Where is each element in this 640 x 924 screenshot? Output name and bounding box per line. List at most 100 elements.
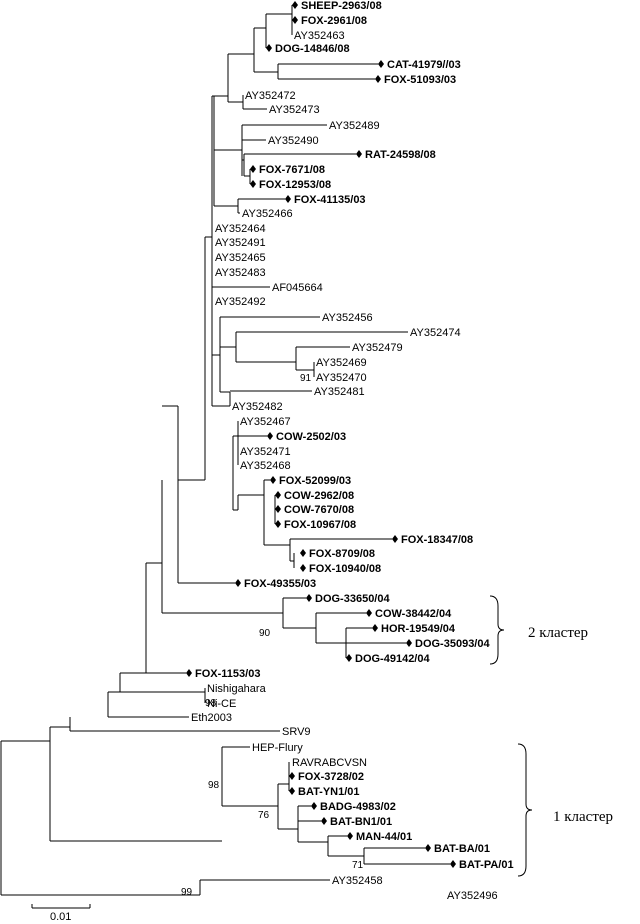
leaf-label-fox3728: FOX-3728/02 — [298, 771, 364, 783]
leaf-label-batba: BAT-BA/01 — [434, 843, 490, 855]
leaf-marker-diamond — [406, 639, 412, 647]
leaf-label-ay352464: AY352464 — [215, 223, 266, 235]
leaf-marker-diamond — [186, 669, 192, 677]
leaf-label-ay352456: AY352456 — [322, 312, 373, 324]
leaf-marker-diamond — [321, 817, 327, 825]
leaf-marker-diamond — [372, 624, 378, 632]
leaf-marker-diamond — [347, 832, 353, 840]
leaf-label-rat24598: RAT-24598/08 — [365, 149, 436, 161]
leaf-label-nishigahara: Nishigahara — [207, 683, 267, 695]
leaf-label-srv9: SRV9 — [282, 726, 311, 738]
leaf-label-cow2502: COW-2502/03 — [276, 431, 346, 443]
tree-labels: SHEEP-2963/08FOX-2961/08AY352463DOG-1484… — [181, 0, 514, 902]
leaf-label-dog49142: DOG-49142/04 — [355, 653, 430, 665]
leaf-marker-diamond — [235, 579, 241, 587]
leaf-label-ravrabcvsn: RAVRABCVSN — [292, 757, 367, 769]
leaf-marker-diamond — [289, 772, 295, 780]
leaf-label-sheep2963: SHEEP-2963/08 — [301, 0, 382, 12]
leaf-marker-diamond — [346, 654, 352, 662]
leaf-marker-diamond — [250, 165, 256, 173]
cluster-brackets: 2 кластер 1 кластер — [489, 595, 613, 877]
leaf-label-ay352492: AY352492 — [215, 296, 266, 308]
leaf-label-ay352468: AY352468 — [240, 460, 291, 472]
leaf-label-fox7671: FOX-7671/08 — [259, 164, 325, 176]
leaf-label-fox18347: FOX-18347/08 — [401, 534, 473, 546]
cluster2-brace — [489, 595, 505, 665]
leaf-label-fox51093: FOX-51093/03 — [384, 74, 456, 86]
leaf-label-ay352479: AY352479 — [352, 342, 403, 354]
leaf-marker-diamond — [267, 432, 273, 440]
leaf-label-ay352483: AY352483 — [215, 267, 266, 279]
leaf-label-af045664: AF045664 — [272, 282, 323, 294]
leaf-label-man44: MAN-44/01 — [356, 831, 412, 843]
leaf-label-cow38442: COW-38442/04 — [375, 608, 452, 620]
leaf-label-dog33650: DOG-33650/04 — [315, 593, 390, 605]
cluster1-label: 1 кластер — [553, 809, 613, 825]
leaf-label-fox10967: FOX-10967/08 — [284, 519, 356, 531]
bootstrap-bs76: 76 — [258, 810, 270, 821]
leaf-marker-diamond — [300, 564, 306, 572]
leaf-label-ay352472: AY352472 — [245, 90, 296, 102]
leaf-label-fox49355: FOX-49355/03 — [244, 578, 316, 590]
leaf-marker-diamond — [366, 609, 372, 617]
leaf-label-batpa: BAT-PA/01 — [459, 859, 514, 871]
leaf-label-hepflury: HEP-Flury — [252, 742, 303, 754]
leaf-marker-diamond — [275, 520, 281, 528]
leaf-label-cat41979: CAT-41979//03 — [387, 59, 461, 71]
leaf-label-ay352490: AY352490 — [268, 135, 319, 147]
scale-bar-label: 0.01 — [50, 911, 71, 923]
bootstrap-bs91: 91 — [300, 373, 312, 384]
leaf-label-fox2961: FOX-2961/08 — [301, 15, 367, 27]
leaf-label-hor19549: HOR-19549/04 — [381, 623, 456, 635]
leaf-label-fox41135: FOX-41135/03 — [294, 194, 366, 206]
leaf-label-nice: Ni-CE — [207, 698, 236, 710]
leaf-label-ay352471: AY352471 — [240, 446, 291, 458]
leaf-label-fox8709: FOX-8709/08 — [309, 548, 375, 560]
leaf-marker-diamond — [292, 1, 298, 9]
leaf-label-ay352465: AY352465 — [215, 252, 266, 264]
leaf-label-ay352467: AY352467 — [240, 416, 291, 428]
leaf-label-ay352469: AY352469 — [316, 357, 367, 369]
leaf-marker-diamond — [250, 180, 256, 188]
leaf-marker-diamond — [311, 802, 317, 810]
leaf-marker-diamond — [270, 476, 276, 484]
leaf-marker-diamond — [275, 505, 281, 513]
leaf-label-dog14846: DOG-14846/08 — [275, 43, 350, 55]
leaf-label-ay352466: AY352466 — [242, 208, 293, 220]
leaf-label-fox10940: FOX-10940/08 — [309, 563, 381, 575]
leaf-label-fox1153: FOX-1153/03 — [195, 668, 260, 680]
leaf-marker-diamond — [285, 195, 291, 203]
leaf-marker-diamond — [375, 75, 381, 83]
leaf-marker-diamond — [356, 150, 362, 158]
leaf-label-ay352491: AY352491 — [215, 237, 266, 249]
leaf-marker-diamond — [450, 860, 456, 868]
leaf-label-ay352470: AY352470 — [316, 372, 367, 384]
leaf-marker-diamond — [306, 594, 312, 602]
leaf-marker-diamond — [289, 787, 295, 795]
leaf-marker-diamond — [425, 844, 431, 852]
leaf-marker-diamond — [275, 491, 281, 499]
leaf-label-ay352463: AY352463 — [294, 30, 345, 42]
leaf-label-ay352474: AY352474 — [410, 327, 461, 339]
leaf-label-batbn1: BAT-BN1/01 — [330, 816, 392, 828]
cluster2-label: 2 кластер — [528, 625, 588, 641]
cluster1-brace — [517, 743, 533, 877]
leaf-label-dog35093: DOG-35093/04 — [415, 638, 490, 650]
leaf-label-ay352473: AY352473 — [269, 104, 320, 116]
leaf-label-fox52099: FOX-52099/03 — [279, 475, 351, 487]
bootstrap-bs71: 71 — [352, 860, 364, 871]
leaf-label-ay352489: AY352489 — [329, 120, 380, 132]
scale-bar: 0.01 — [31, 904, 91, 923]
leaf-label-fox12953: FOX-12953/08 — [259, 179, 331, 191]
leaf-marker-diamond — [378, 60, 384, 68]
tree-branches — [0, 5, 450, 896]
leaf-label-badg4983: BADG-4983/02 — [320, 801, 396, 813]
bootstrap-bs99: 99 — [181, 887, 193, 898]
leaf-label-cow2962: COW-2962/08 — [284, 490, 354, 502]
bootstrap-bs98b: 98 — [208, 780, 220, 791]
leaf-label-eth2003: Eth2003 — [191, 712, 232, 724]
bootstrap-bs98a: 98 — [205, 698, 217, 709]
leaf-label-ay352458: AY352458 — [332, 875, 383, 887]
leaf-label-ay352481: AY352481 — [314, 386, 365, 398]
